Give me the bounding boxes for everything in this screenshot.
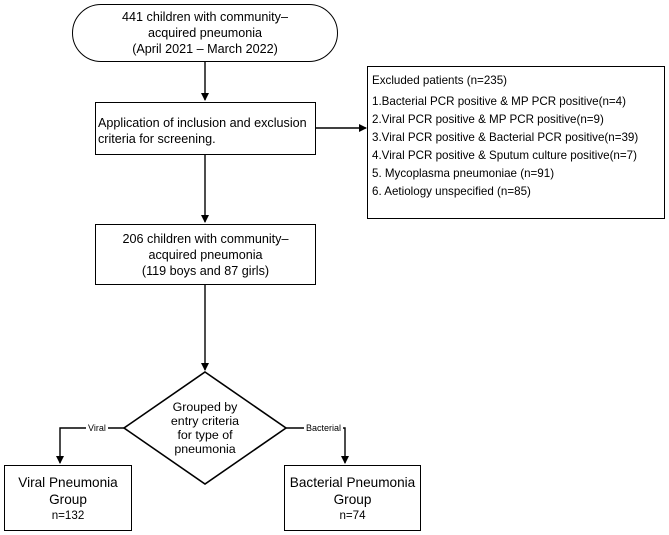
start-line-2: acquired pneumonia	[147, 26, 263, 40]
arrow-decision-to-bacterial	[286, 427, 349, 464]
excluded-item: 3.Viral PCR positive & Bacterial PCR pos…	[372, 131, 639, 144]
decision-line-4: pneumonia	[174, 442, 236, 456]
excluded-title: Excluded patients (n=235)	[372, 74, 508, 87]
excluded-item: 5. Mycoplasma pneumoniae (n=91)	[372, 167, 555, 180]
branch-label-viral: Viral	[86, 423, 108, 433]
cohort-line-2: acquired pneumonia	[148, 247, 263, 262]
bacterial-line-2: Group	[333, 491, 372, 507]
excluded-item: 4.Viral PCR positive & Sputum culture po…	[372, 149, 637, 162]
start-line-3: (April 2021 – March 2022)	[132, 42, 278, 56]
decision-line-3: for type of	[177, 428, 233, 442]
screening-line-2: criteria for screening.	[98, 132, 216, 146]
screening-box: Application of inclusion and exclusion c…	[95, 102, 316, 155]
excluded-item: 2.Viral PCR positive & MP PCR positive(n…	[372, 113, 604, 126]
decision-diamond	[122, 371, 288, 485]
cohort-line-3: (119 boys and 87 girls)	[141, 263, 270, 278]
screening-line-1: Application of inclusion and exclusion	[98, 116, 307, 130]
viral-line-3: n=132	[51, 508, 85, 522]
cohort-line-1: 206 children with community–	[122, 231, 289, 246]
start-box: 441 children with community– acquired pn…	[72, 4, 338, 62]
bacterial-line-3: n=74	[339, 508, 366, 522]
bacterial-line-1: Bacterial Pneumonia	[289, 474, 416, 490]
viral-line-2: Group	[49, 491, 87, 507]
excluded-item: 1.Bacterial PCR positive & MP PCR positi…	[372, 95, 626, 108]
viral-group-box: Viral Pneumonia Group n=132	[4, 465, 132, 531]
decision-text: Grouped by entry criteria for type of pn…	[145, 400, 265, 456]
cohort-box: 206 children with community– acquired pn…	[95, 224, 316, 285]
start-line-1: 441 children with community–	[122, 10, 288, 24]
viral-line-1: Viral Pneumonia	[18, 474, 118, 490]
branch-label-bacterial: Bacterial	[304, 423, 344, 433]
excluded-box: Excluded patients (n=235) 1.Bacterial PC…	[367, 66, 665, 219]
bacterial-group-box: Bacterial Pneumonia Group n=74	[284, 465, 421, 531]
decision-line-1: Grouped by	[172, 400, 238, 414]
arrow-decision-to-viral	[56, 427, 124, 464]
decision-line-2: entry criteria	[170, 414, 240, 428]
excluded-item: 6. Aetiology unspecified (n=85)	[372, 185, 531, 198]
